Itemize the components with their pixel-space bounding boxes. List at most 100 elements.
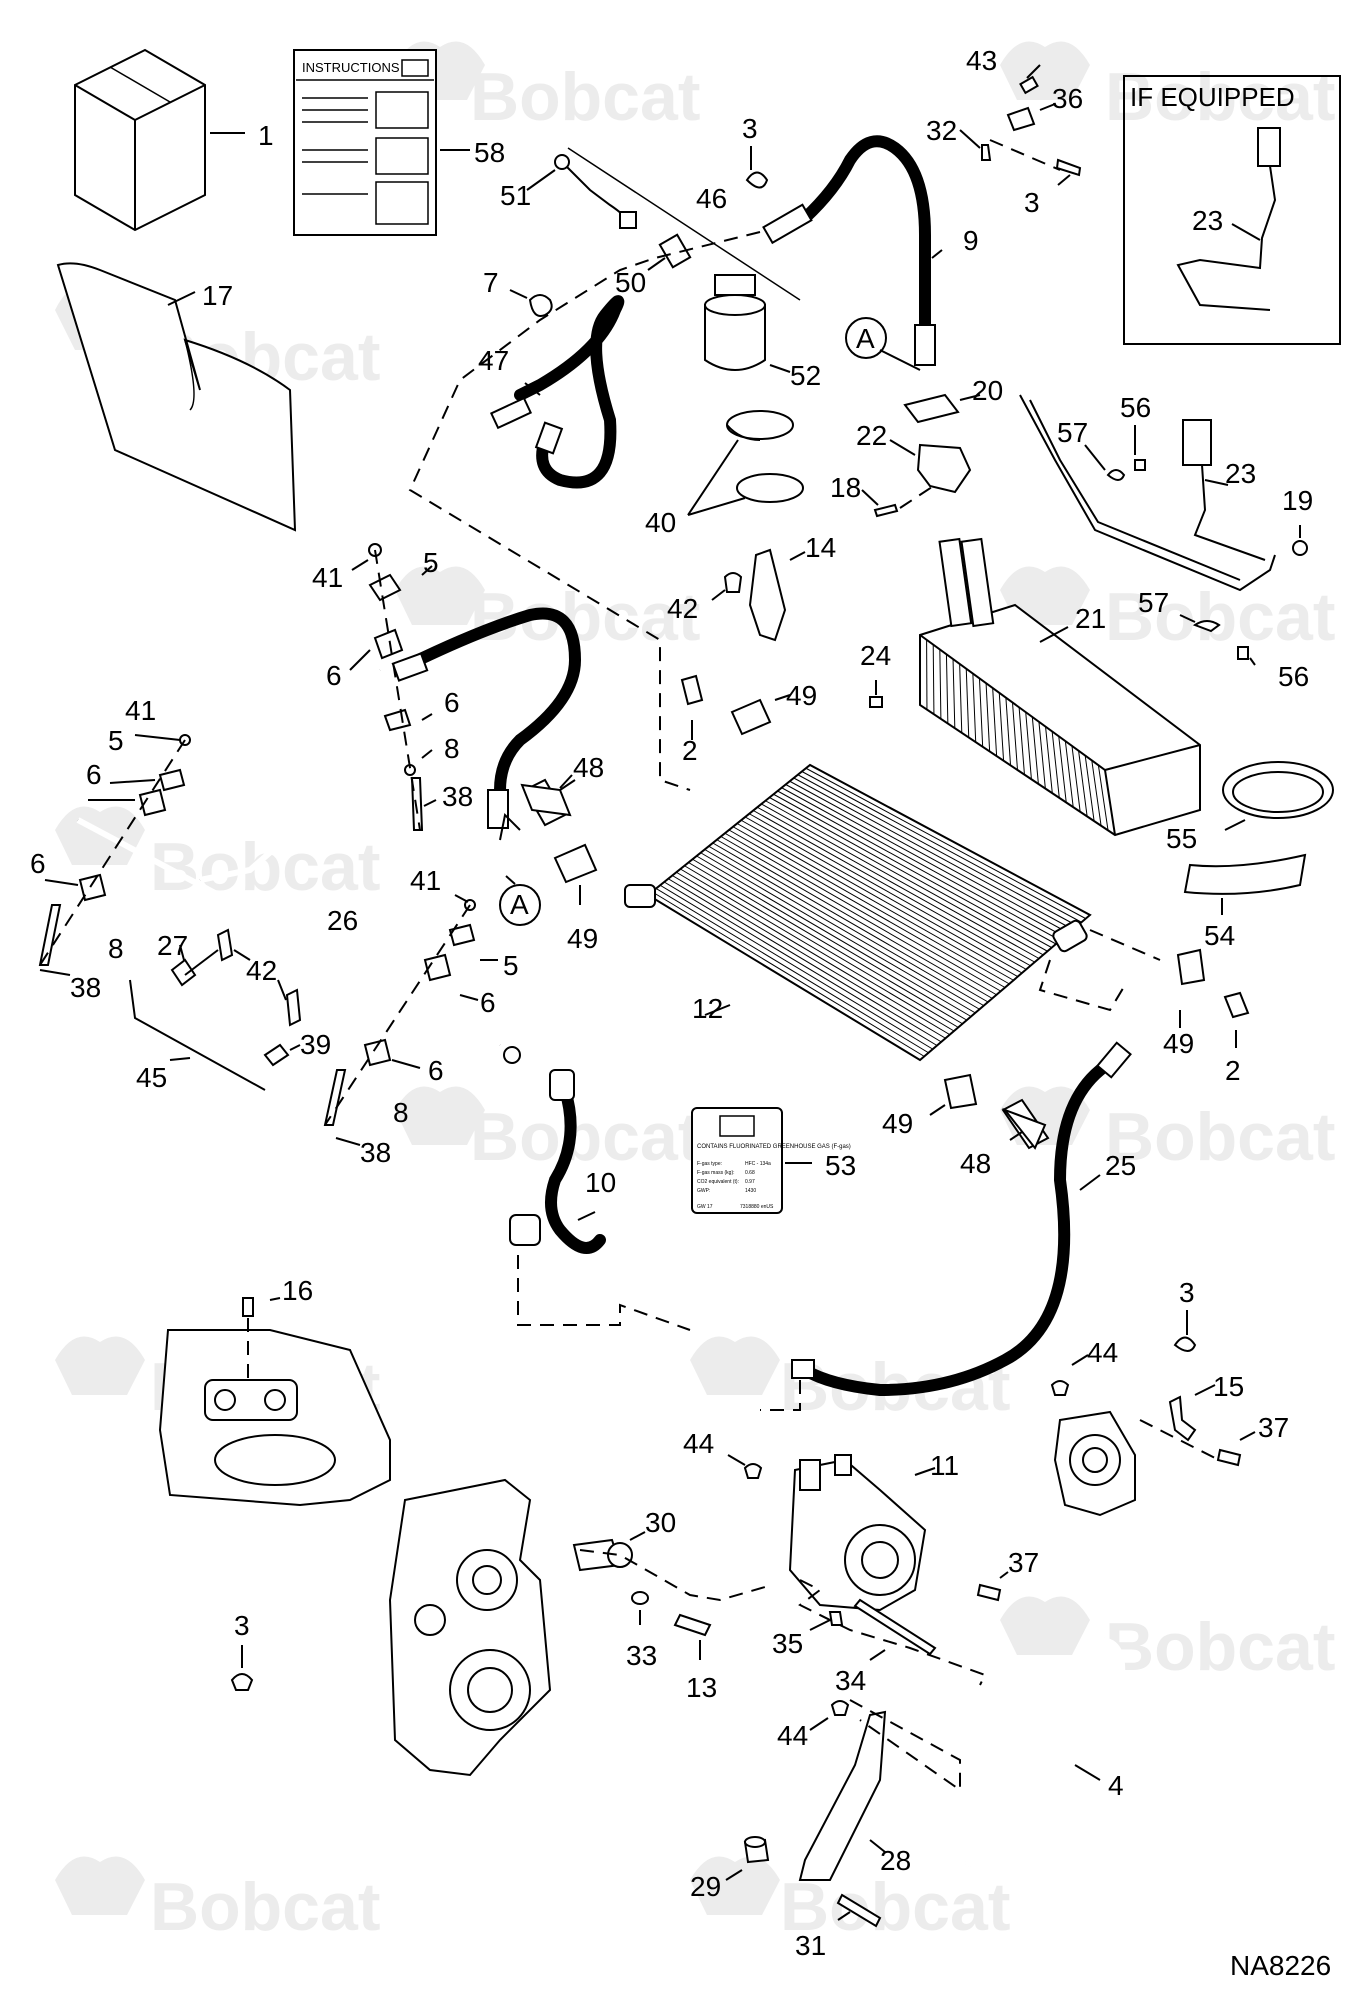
condenser-fin-line — [765, 800, 1044, 956]
callout-24: 24 — [860, 640, 891, 671]
callout-16: 16 — [282, 1275, 313, 1306]
evaporator-fin-line — [985, 683, 991, 752]
part-3-clamp-bottom-left — [230, 1645, 254, 1691]
callout-46: 46 — [696, 183, 727, 214]
evaporator-fin-line — [992, 688, 998, 757]
watermark-text-7: Bobcat — [470, 1099, 700, 1175]
callout-30: 30 — [645, 1507, 676, 1538]
callout-15: 15 — [1213, 1371, 1244, 1402]
callout-26: 26 — [327, 905, 358, 936]
parts-30-33-13 — [572, 1531, 773, 1660]
part-26-line-and-hose — [76, 607, 691, 1331]
callout-13: 13 — [686, 1672, 717, 1703]
callout-2b: 2 — [1225, 1055, 1241, 1086]
condenser-fin-line — [692, 858, 968, 1021]
watermark-12: Bobcat — [55, 1856, 380, 1945]
callout-3a: 3 — [742, 113, 758, 144]
decal-row-value: 1430 — [745, 1188, 756, 1194]
decal-row-value: HFC - 134a — [745, 1161, 771, 1167]
figure-id: NA8226 — [1230, 1950, 1331, 1981]
callout-53: 53 — [825, 1150, 856, 1181]
part-23-19-56-57-sensor-cable — [1019, 394, 1308, 666]
watermark-text-2: Bobcat — [470, 59, 700, 135]
callout-5b: 5 — [108, 725, 124, 756]
part-17-side-panel — [56, 262, 297, 532]
callout-40: 40 — [645, 507, 676, 538]
part-11-compressor — [727, 1454, 1009, 1686]
callout-38c: 38 — [360, 1137, 391, 1168]
part-20-22-expansion-valve — [861, 393, 981, 518]
callout-41b: 41 — [125, 695, 156, 726]
callout-21: 21 — [1075, 603, 1106, 634]
callout-23a: 23 — [1225, 458, 1256, 489]
callout-20: 20 — [972, 375, 1003, 406]
part-3-clamp-top — [745, 146, 769, 189]
evaporator-fin-line — [1038, 721, 1046, 789]
callout-6b: 6 — [444, 687, 460, 718]
condenser-fin-line — [732, 826, 1010, 985]
callout-49c: 49 — [1163, 1028, 1194, 1059]
callout-43: 43 — [966, 45, 997, 76]
evaporator-fin-line — [945, 654, 949, 724]
callout-48b: 48 — [960, 1148, 991, 1179]
parts-44-28-29-31 — [725, 1699, 961, 1928]
condenser-fin-line — [749, 813, 1027, 970]
evaporator-fin-line — [1005, 697, 1012, 766]
evaporator-fin-line — [952, 659, 956, 729]
callout-51: 51 — [500, 180, 531, 211]
callout-58: 58 — [474, 137, 505, 168]
condenser-fin-line — [773, 793, 1052, 949]
callout-12: 12 — [692, 993, 723, 1024]
evaporator-fin-line — [1078, 750, 1088, 817]
watermark-7: Bobcat — [395, 1086, 700, 1175]
callout-36: 36 — [1052, 83, 1083, 114]
part-25-hose — [760, 1041, 1132, 1411]
callout-29: 29 — [690, 1871, 721, 1902]
condenser-fin-line — [728, 829, 1006, 988]
callout-25: 25 — [1105, 1150, 1136, 1181]
callout-5a: 5 — [423, 547, 439, 578]
watermark-text-11: Bobcat — [1105, 1609, 1335, 1685]
condenser-fin-line — [688, 862, 963, 1025]
evaporator-fin-line — [1045, 726, 1053, 794]
callout-35: 35 — [772, 1628, 803, 1659]
condenser-fins — [651, 767, 1086, 1057]
condenser-fin-line — [663, 881, 938, 1046]
decal-footer-left: GW 17 — [697, 1204, 713, 1210]
callout-3d: 3 — [234, 1610, 250, 1641]
evaporator-fin-line — [978, 678, 984, 747]
instructions-title: INSTRUCTIONS — [302, 60, 400, 75]
watermark-5: Bobcat — [1000, 566, 1335, 655]
evaporator-fin-line — [1018, 707, 1025, 775]
condenser-fin-line — [797, 774, 1078, 927]
connector-a-bottom — [499, 884, 541, 926]
watermark-text-3: Bobcat — [1105, 59, 1335, 135]
watermark-11: Bobcat — [1000, 1596, 1335, 1685]
evaporator-fin-line — [1012, 702, 1018, 771]
callout-38a: 38 — [442, 781, 473, 812]
evaporator-fin-line — [939, 649, 942, 719]
condenser-fin-line — [708, 845, 985, 1007]
condenser-fin-line — [720, 836, 997, 996]
evaporator-fin-line — [1071, 745, 1081, 812]
parts-27-42-39-45 — [129, 928, 302, 1091]
callout-55: 55 — [1166, 823, 1197, 854]
condenser-fin-line — [655, 888, 929, 1054]
condenser-fin-line — [801, 771, 1082, 923]
callout-44c: 44 — [777, 1720, 808, 1751]
callout-8b: 8 — [108, 933, 124, 964]
part-54-tape — [1183, 853, 1307, 915]
condenser-fin-line — [736, 823, 1014, 981]
condenser-fin-line — [753, 810, 1031, 967]
condenser-fin-line — [781, 787, 1061, 941]
callout-56a: 56 — [1120, 392, 1151, 423]
part-21-evaporator — [919, 537, 1201, 837]
condenser-fin-line — [672, 875, 946, 1039]
watermark-text-13: Bobcat — [780, 1869, 1010, 1945]
part-55-foam-roll — [1222, 761, 1334, 831]
callout-44b: 44 — [683, 1428, 714, 1459]
callout-31: 31 — [795, 1930, 826, 1961]
condenser-fin-line — [757, 806, 1035, 963]
